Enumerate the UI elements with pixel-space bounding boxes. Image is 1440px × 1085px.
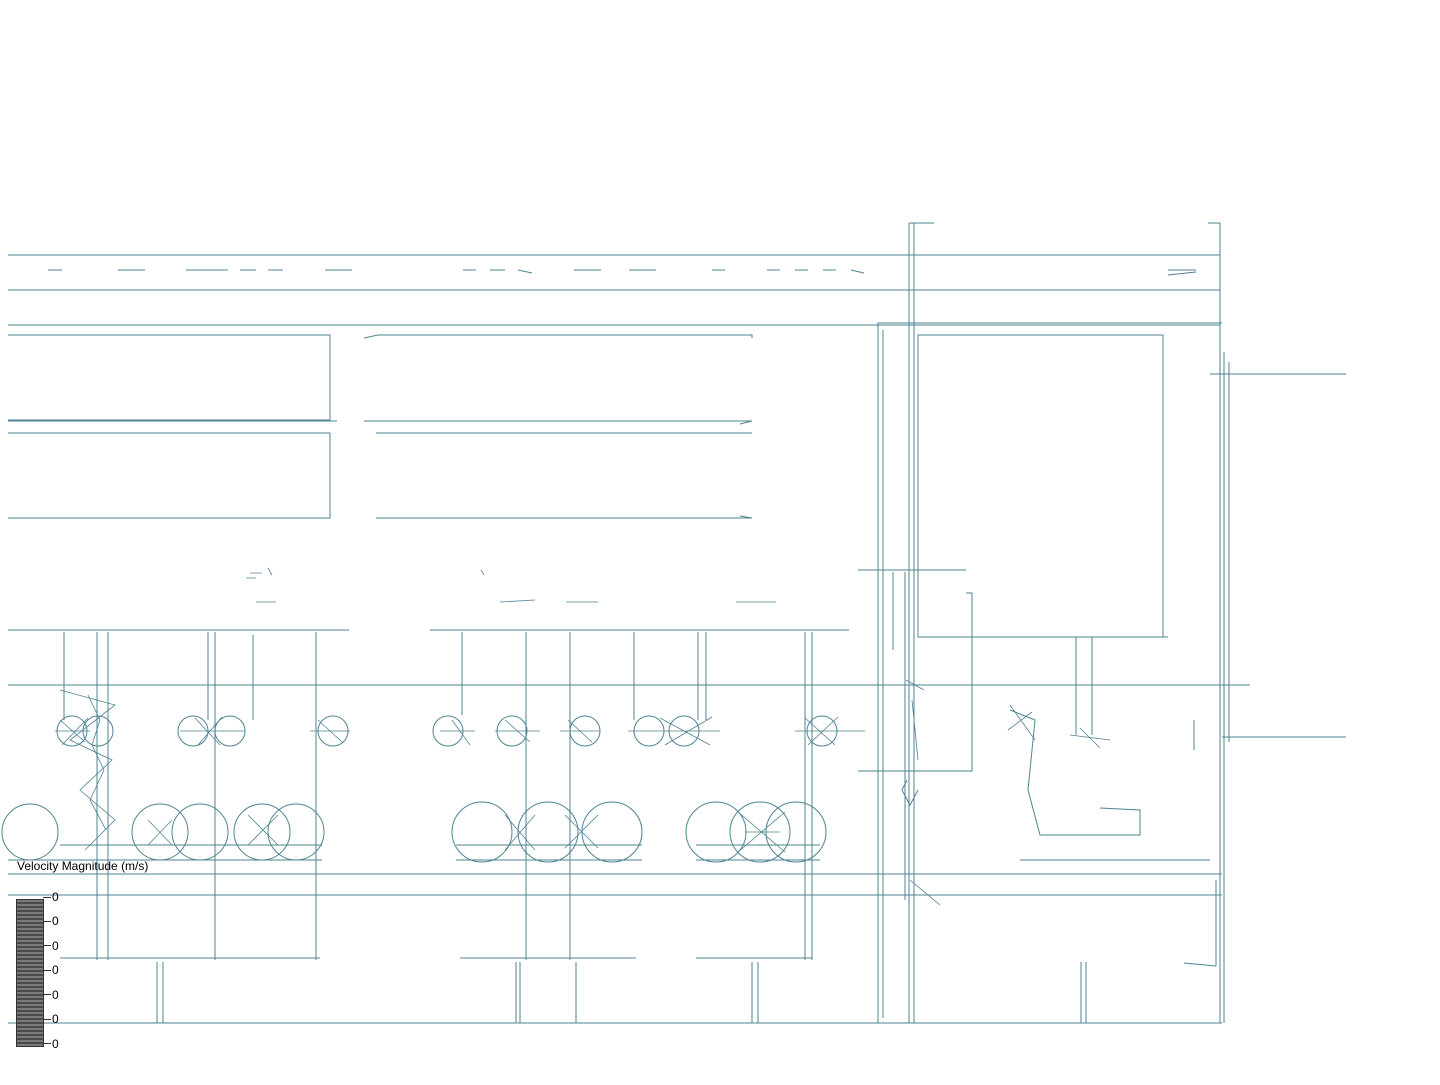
colorbar-tick: [43, 970, 51, 971]
colorbar-tick-label: 0: [52, 963, 59, 977]
colorbar-tick: [43, 1043, 51, 1044]
flow-streaks: [55, 567, 1111, 906]
passenger-bodies: [1, 709, 1210, 863]
colorbar-tick: [43, 921, 51, 922]
windows: [8, 334, 1164, 638]
colorbar-tick-label: 0: [52, 988, 59, 1002]
colorbar: [16, 899, 44, 1047]
colorbar-tick-label: 0: [52, 914, 59, 928]
door-partition: [8, 222, 1346, 1023]
colorbar-tick-label: 0: [52, 1012, 59, 1026]
floor-lines: [8, 873, 1222, 1024]
colorbar-tick: [43, 945, 51, 946]
seat-bases: [8, 844, 820, 861]
ceiling-lines: [8, 254, 1220, 326]
colorbar-tick-label: 0: [52, 1037, 59, 1051]
colorbar-tick-label: 0: [52, 939, 59, 953]
colorbar-tick: [43, 897, 51, 898]
legend-title: Velocity Magnitude (m/s): [17, 859, 149, 873]
colorbar-tick: [43, 994, 51, 995]
colorbar-tick: [43, 1019, 51, 1020]
colorbar-tick-label: 0: [52, 890, 59, 904]
seat-rails: [8, 629, 1093, 960]
